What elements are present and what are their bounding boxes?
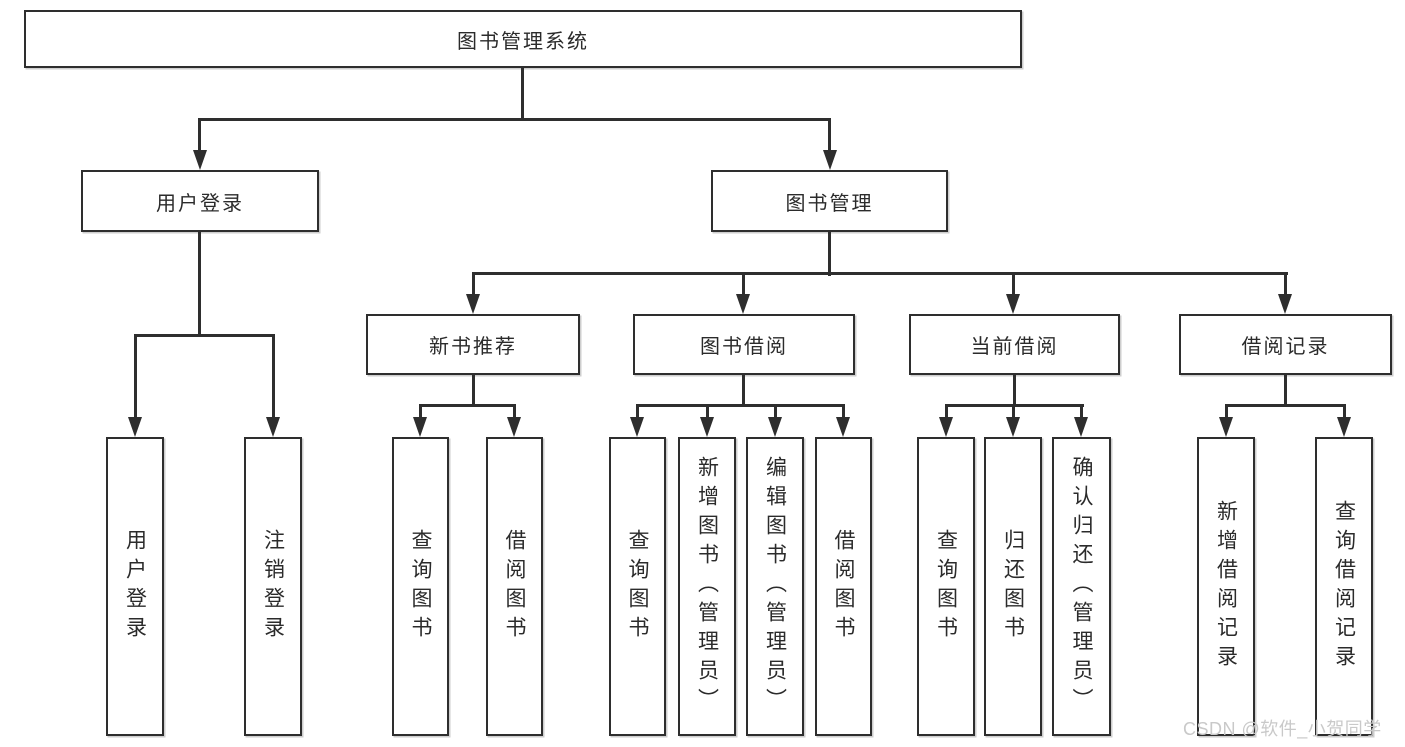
arrow-down-icon: [630, 417, 644, 437]
leaf-add-book-admin-label: 新增图书（管理员）: [695, 456, 719, 717]
arrow-down-icon: [1006, 294, 1020, 314]
connector-vline: [1080, 404, 1083, 419]
node-new-book-recommend-label: 新书推荐: [429, 336, 517, 358]
leaf-user-login: 用户登录: [106, 437, 164, 736]
connector-vline: [1013, 375, 1016, 406]
node-book-management: 图书管理: [711, 170, 948, 232]
arrow-down-icon: [193, 150, 207, 170]
connector-vline: [742, 375, 745, 406]
leaf-query-books-current: 查询图书: [917, 437, 975, 736]
arrow-down-icon: [128, 417, 142, 437]
node-book-borrowing-label: 图书借阅: [700, 336, 788, 358]
leaf-borrow-books-recommend: 借阅图书: [486, 437, 543, 736]
csdn-watermark: CSDN @软件_小贺同学: [1183, 719, 1382, 739]
node-borrowing-records: 借阅记录: [1179, 314, 1392, 375]
connector-hline: [1225, 404, 1346, 407]
leaf-confirm-return-admin: 确认归还（管理员）: [1052, 437, 1111, 736]
connector-hline: [419, 404, 516, 407]
connector-vline: [134, 334, 137, 419]
leaf-query-books-borrowing: 查询图书: [609, 437, 666, 736]
leaf-logout-label: 注销登录: [261, 528, 285, 645]
arrow-down-icon: [836, 417, 850, 437]
connector-vline: [1284, 375, 1287, 406]
leaf-query-books-current-label: 查询图书: [934, 528, 958, 645]
connector-vline: [828, 118, 831, 152]
connector-hline: [134, 334, 275, 337]
connector-vline: [272, 334, 275, 419]
node-current-borrowing-label: 当前借阅: [970, 336, 1059, 358]
connector-vline: [1343, 404, 1346, 419]
node-user-login: 用户登录: [81, 170, 319, 232]
connector-vline: [1012, 404, 1015, 419]
connector-vline: [1012, 272, 1015, 296]
node-borrowing-records-label: 借阅记录: [1241, 336, 1330, 358]
node-library-system: 图书管理系统: [24, 10, 1022, 68]
connector-hline: [198, 118, 831, 121]
arrow-down-icon: [939, 417, 953, 437]
connector-vline: [742, 272, 745, 296]
node-new-book-recommend: 新书推荐: [366, 314, 580, 375]
leaf-borrow-books-borrowing-label: 借阅图书: [832, 528, 855, 645]
leaf-add-borrow-record: 新增借阅记录: [1197, 437, 1255, 736]
arrow-down-icon: [1219, 417, 1233, 437]
arrow-down-icon: [466, 294, 480, 314]
arrow-down-icon: [823, 150, 837, 170]
leaf-query-borrow-record: 查询借阅记录: [1315, 437, 1373, 736]
arrow-down-icon: [507, 417, 521, 437]
leaf-confirm-return-admin-label: 确认归还（管理员）: [1070, 456, 1093, 717]
node-current-borrowing: 当前借阅: [909, 314, 1120, 375]
connector-vline: [1225, 404, 1228, 419]
leaf-query-books-borrowing-label: 查询图书: [626, 528, 649, 645]
connector-vline: [521, 68, 524, 120]
leaf-borrow-books-borrowing: 借阅图书: [815, 437, 872, 736]
leaf-query-books-recommend: 查询图书: [392, 437, 449, 736]
arrow-down-icon: [1006, 417, 1020, 437]
arrow-down-icon: [1278, 294, 1292, 314]
leaf-query-borrow-record-label: 查询借阅记录: [1332, 499, 1356, 674]
connector-vline: [1284, 272, 1287, 296]
arrow-down-icon: [768, 417, 782, 437]
connector-vline: [198, 232, 201, 336]
leaf-query-books-recommend-label: 查询图书: [409, 528, 432, 645]
connector-vline: [198, 118, 201, 152]
arrow-down-icon: [413, 417, 427, 437]
node-book-management-label: 图书管理: [785, 192, 874, 215]
connector-hline: [472, 272, 1288, 275]
leaf-return-book-label: 归还图书: [1001, 528, 1025, 645]
connector-vline: [774, 404, 777, 419]
connector-vline: [472, 375, 475, 406]
arrow-down-icon: [1337, 417, 1351, 437]
arrow-down-icon: [1074, 417, 1088, 437]
leaf-logout: 注销登录: [244, 437, 302, 736]
connector-vline: [706, 404, 709, 419]
node-book-borrowing: 图书借阅: [633, 314, 855, 375]
node-user-login-label: 用户登录: [156, 192, 244, 215]
connector-hline: [636, 404, 845, 407]
leaf-add-book-admin: 新增图书（管理员）: [678, 437, 736, 736]
arrow-down-icon: [736, 294, 750, 314]
connector-vline: [513, 404, 516, 419]
arrow-down-icon: [266, 417, 280, 437]
arrow-down-icon: [700, 417, 714, 437]
leaf-user-login-label: 用户登录: [123, 528, 147, 645]
leaf-edit-book-admin: 编辑图书（管理员）: [746, 437, 804, 736]
leaf-return-book: 归还图书: [984, 437, 1042, 736]
connector-vline: [828, 232, 831, 276]
connector-vline: [945, 404, 948, 419]
leaf-borrow-books-recommend-label: 借阅图书: [503, 528, 526, 645]
connector-vline: [636, 404, 639, 419]
leaf-edit-book-admin-label: 编辑图书（管理员）: [763, 456, 787, 717]
leaf-add-borrow-record-label: 新增借阅记录: [1214, 499, 1238, 674]
connector-vline: [419, 404, 422, 419]
connector-vline: [472, 272, 475, 296]
connector-vline: [842, 404, 845, 419]
node-library-system-label: 图书管理系统: [457, 30, 589, 53]
